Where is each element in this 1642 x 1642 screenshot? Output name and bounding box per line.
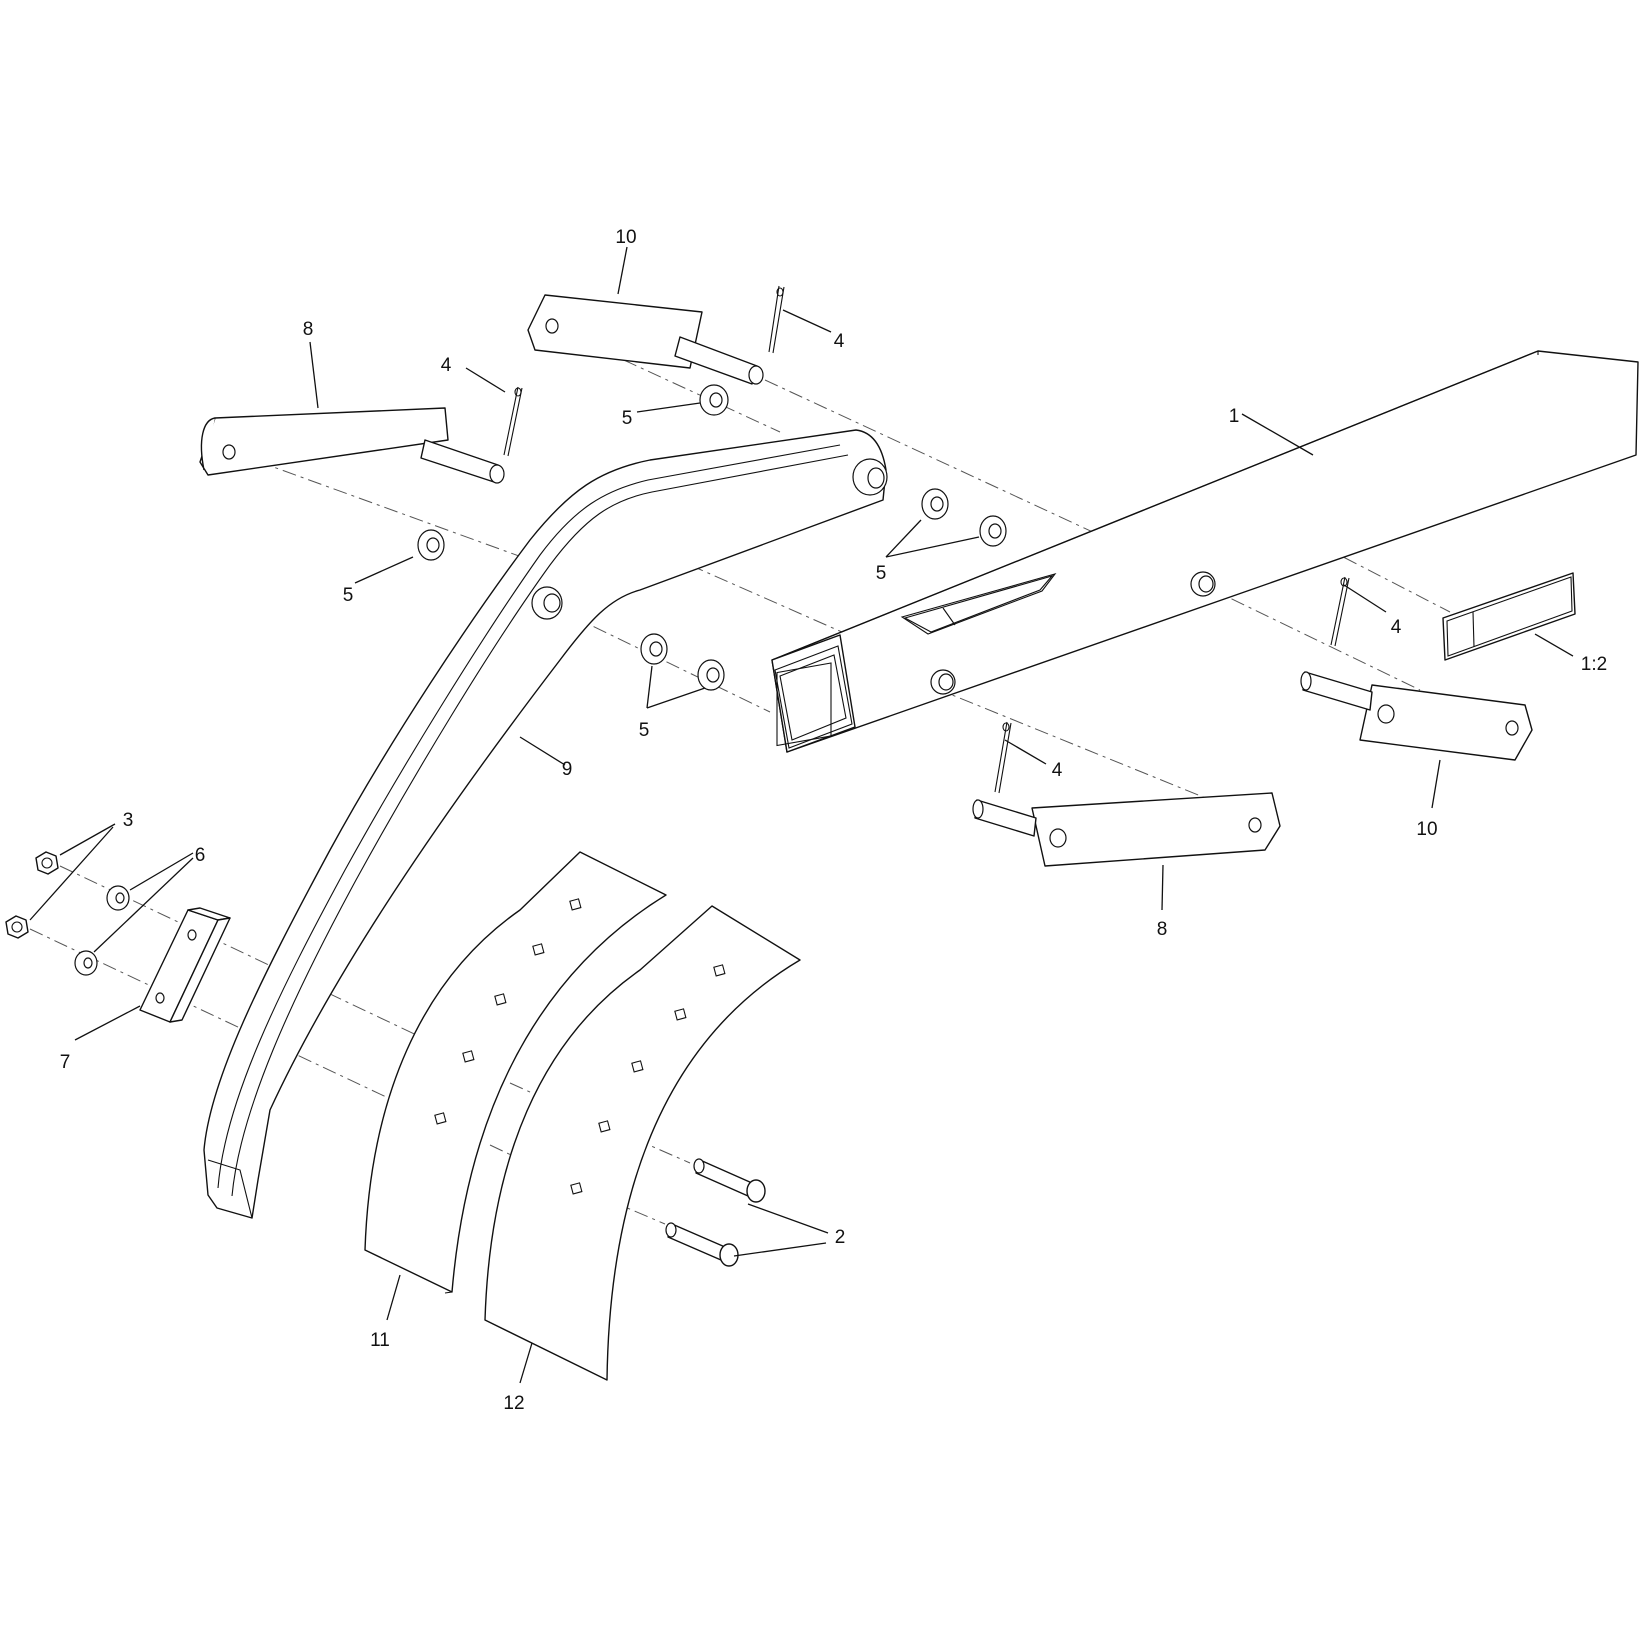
cotter-pin-lower [994,721,1012,794]
hex-nuts [5,851,59,939]
link-plate-lower-right [972,792,1281,867]
cotter-pin-left [503,386,523,457]
link-plate-top [527,294,764,385]
small-washers [74,885,130,976]
callout-5-top: 5 [622,408,633,429]
wear-pad-rear-holes [570,964,726,1195]
link-plate-upper-left [199,407,505,484]
callout-5-right: 5 [876,563,887,584]
callout-1-2: 1:2 [1581,654,1607,675]
cotter-pin-right [1330,576,1350,647]
callout-4-top: 4 [834,331,845,352]
frame-tube [771,350,1639,753]
callout-2: 2 [835,1227,846,1248]
callout-4-right: 4 [1391,617,1402,638]
callout-8-upper: 8 [303,319,314,340]
callout-10-right: 10 [1416,819,1437,840]
callout-9: 9 [562,759,573,780]
callout-labels: 1 1:2 2 3 4 4 4 4 5 5 5 5 6 7 8 8 9 10 1… [60,227,1608,1414]
leader-lines [29,246,1574,1384]
curved-arm [203,429,888,1219]
callout-4-lower: 4 [1052,760,1063,781]
callout-6: 6 [195,845,206,866]
callout-12: 12 [503,1393,524,1414]
carriage-bolts [665,1158,766,1267]
callout-5-lower: 5 [639,720,650,741]
decal-label [1442,572,1576,661]
callout-8-lower: 8 [1157,919,1168,940]
callout-1: 1 [1229,406,1240,427]
callout-11: 11 [370,1330,390,1351]
callout-4-left: 4 [441,355,452,376]
callout-10-top: 10 [615,227,636,248]
cotter-pin-top [768,285,785,354]
callout-5-left: 5 [343,585,354,606]
wear-pad-front-holes [434,898,582,1125]
link-plate-right [1300,671,1533,761]
washers [417,384,1007,691]
callout-7: 7 [60,1052,71,1073]
cotter-pins [503,285,1350,794]
backing-plate [139,907,231,1023]
wear-pad-front [364,851,667,1294]
wear-pad-rear [484,905,801,1381]
callout-3: 3 [123,810,134,831]
